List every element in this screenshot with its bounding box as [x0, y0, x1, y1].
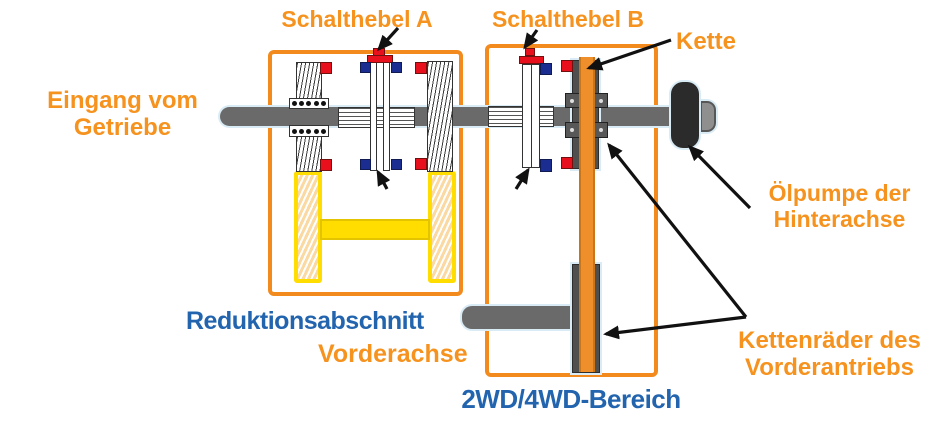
counter-shaft	[320, 219, 430, 240]
main-shaft	[220, 107, 704, 126]
front-axle-shaft	[462, 306, 574, 329]
bearing-top	[289, 98, 329, 109]
sleeve-a-right-leg	[383, 57, 390, 171]
reduction-section-box	[268, 50, 463, 296]
sleeve-b	[522, 64, 540, 168]
counter-gear-right	[428, 171, 456, 283]
oil-pump	[671, 82, 699, 148]
counter-gear-left	[294, 171, 322, 283]
label-oelpumpe-hinterachse: Ölpumpe der Hinterachse	[768, 180, 911, 232]
synchro-red-input-top	[320, 62, 332, 74]
sleeve-a-dog-bl	[360, 159, 371, 170]
sleeve-a-left-leg	[370, 57, 377, 171]
sleeve-b-dog-bottom	[540, 159, 552, 172]
label-schalthebel-b: Schalthebel B	[491, 6, 645, 32]
sleeve-a-dog-br	[391, 159, 402, 170]
low-range-gear	[427, 61, 453, 172]
synchro-red-low-bottom	[415, 158, 427, 170]
label-eingang-vom-getriebe: Eingang vom Getriebe	[47, 87, 198, 142]
shift-fork-b	[519, 56, 544, 64]
label-vorderachse: Vorderachse	[318, 340, 468, 368]
shift-fork-b-stem	[525, 48, 535, 56]
bearing-bottom	[289, 125, 329, 137]
label-2wd-4wd-bereich: 2WD/4WD-Bereich	[461, 384, 681, 414]
label-kette: Kette	[676, 28, 737, 55]
synchro-red-low-top	[415, 62, 427, 74]
sleeve-b-dog-top	[540, 63, 552, 75]
shift-fork-a	[367, 55, 393, 63]
label-reduktionsabschnitt: Reduktionsabschnitt	[186, 307, 424, 335]
sleeve-a-dog-tl	[360, 62, 371, 73]
drive-chain	[579, 57, 595, 372]
sprocket-red-top	[561, 60, 573, 72]
input-gear-top	[296, 62, 322, 100]
hub-b	[488, 106, 554, 127]
label-schalthebel-a: Schalthebel A	[281, 6, 433, 32]
sleeve-a-dog-tr	[391, 62, 402, 73]
synchro-red-input-bottom	[320, 159, 332, 171]
label-kettenraeder-vorderantriebs: Kettenräder des Vorderantriebs	[738, 327, 921, 382]
main-shaft-end-cap	[700, 101, 716, 132]
sprocket-red-bottom	[561, 157, 573, 169]
input-gear-bottom	[296, 136, 322, 172]
